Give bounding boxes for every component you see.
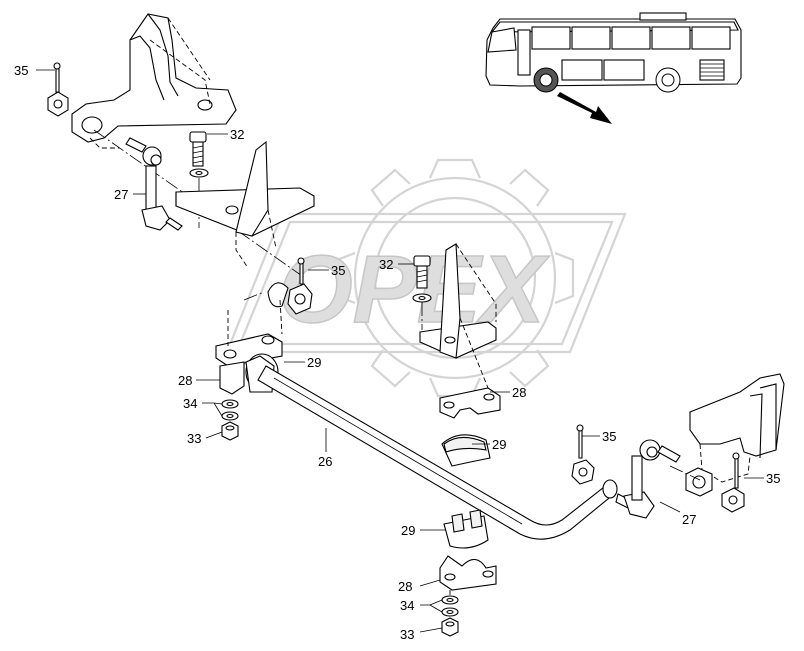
right-frame-bracket <box>669 373 785 497</box>
nut-35-far-right <box>721 452 745 513</box>
leader-lines <box>36 69 764 633</box>
callout-35-far-right: 35 <box>766 471 780 486</box>
lower-clamp-28 <box>439 555 497 600</box>
callout-32-center: 32 <box>379 257 393 272</box>
stabilizer-bar <box>257 365 618 540</box>
nut-35-right-center <box>571 424 595 485</box>
nut-35-center <box>243 257 313 315</box>
bolt-32-center <box>412 255 432 330</box>
callout-34-lower: 34 <box>400 598 414 613</box>
opex-watermark: OPEX <box>225 158 627 398</box>
bushing-29-lower <box>443 509 489 549</box>
center-clamp-bracket <box>419 243 497 389</box>
washers-nut-lower <box>441 595 459 637</box>
pointer-arrow-icon <box>557 92 612 124</box>
callout-34-left: 34 <box>183 396 197 411</box>
callout-35-top-left: 35 <box>14 63 28 78</box>
callout-35-right-center: 35 <box>602 429 616 444</box>
callout-27-left: 27 <box>114 187 128 202</box>
callout-28-left: 28 <box>178 373 192 388</box>
center-bushing-clamp-28 <box>439 387 501 419</box>
callout-29-left: 29 <box>307 355 321 370</box>
callout-33-lower: 33 <box>400 627 414 642</box>
callout-28-lower: 28 <box>398 579 412 594</box>
callout-32-upper: 32 <box>230 127 244 142</box>
callout-29-center: 29 <box>492 437 506 452</box>
upper-clamp-bracket <box>175 140 315 269</box>
callout-35-center: 35 <box>331 263 345 278</box>
callout-33-left: 33 <box>187 431 201 446</box>
callout-labels: 35 32 27 35 32 29 28 34 33 28 26 29 35 3… <box>14 63 780 642</box>
bushing-29-center <box>441 434 491 467</box>
bolt-32-upper <box>189 131 209 228</box>
callout-29-lower: 29 <box>401 523 415 538</box>
opex-watermark-text: OPEX <box>278 236 550 343</box>
link-rod-upper-left <box>125 137 183 231</box>
left-frame-bracket <box>71 13 306 279</box>
callout-28-center: 28 <box>512 385 526 400</box>
link-rod-right <box>615 439 681 519</box>
washers-nut-left <box>221 399 239 441</box>
bus-thumbnail <box>485 12 742 124</box>
nut-35-top-left <box>47 62 69 117</box>
callout-27-right: 27 <box>682 512 696 527</box>
callout-26-bar: 26 <box>318 454 332 469</box>
